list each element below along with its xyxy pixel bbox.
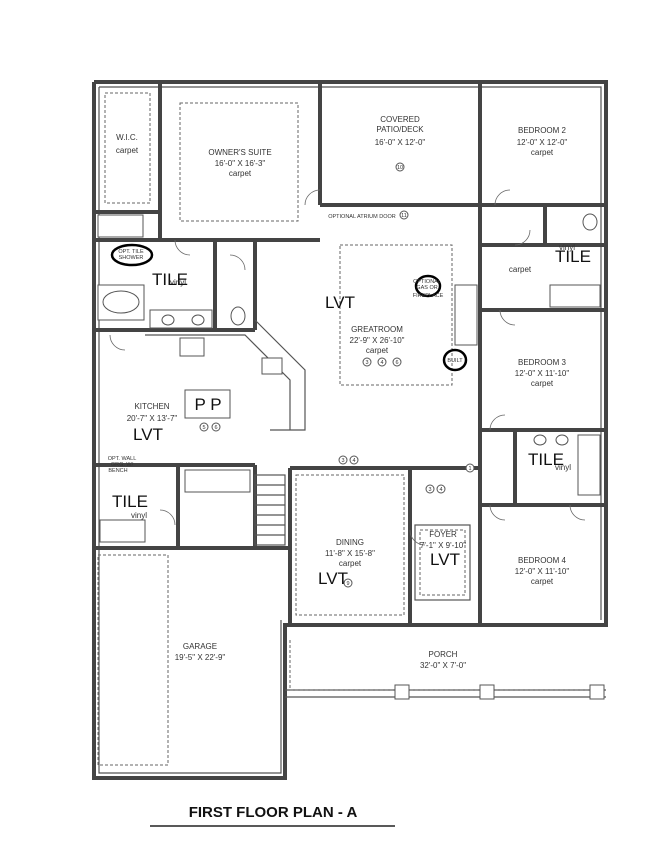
plan-title-block: FIRST FLOOR PLAN - A [150, 804, 395, 827]
patio-size: 16'-0" X 12'-0" [375, 138, 426, 147]
tag-label: 3 [341, 458, 344, 464]
owners-suite-size: 16'-0" X 16'-3" [215, 159, 266, 168]
tag-circle [362, 357, 372, 367]
tag-circle [338, 455, 348, 465]
tag-circle [392, 357, 402, 367]
patio-name-1: COVERED [380, 115, 420, 124]
tag-label: 11 [401, 213, 407, 219]
exterior-walls [92, 80, 608, 780]
bedroom-2-name: BEDROOM 2 [518, 126, 567, 135]
greatroom-floor: carpet [366, 346, 389, 355]
bedroom-4-name: BEDROOM 4 [518, 556, 567, 565]
carpet-hall: carpet [509, 265, 532, 274]
note-grg: GRG. W/ [111, 462, 134, 468]
overlay-tile-laundry: TILE [112, 492, 148, 511]
highlight-ovals [110, 243, 468, 372]
foyer-name: FOYER [429, 530, 457, 539]
interior-walls [96, 84, 606, 698]
dining-floor: carpet [339, 559, 362, 568]
overlay-lvt-foyer: LVT [430, 550, 460, 569]
tag-circle [395, 162, 405, 172]
ceiling-outlines [97, 92, 600, 766]
greatroom-name: GREATROOM [351, 325, 403, 334]
overlay-lvt-dining: LVT [318, 569, 348, 588]
porch-name: PORCH [429, 650, 458, 659]
note-gas-or: GAS OR [416, 285, 437, 291]
bedroom-4-floor: carpet [531, 577, 554, 586]
note-bench: BENCH [108, 468, 127, 474]
vinyl-bath2: vinyl [559, 243, 575, 252]
tag-circle [399, 210, 409, 220]
note-opt-tile: OPT. TILE [118, 249, 144, 255]
note-atrium-door: OPTIONAL ATRIUM DOOR [328, 214, 396, 220]
tag-circle [425, 484, 435, 494]
bedroom-3-size: 12'-0" X 11'-10" [515, 369, 570, 378]
tag-label: 1 [468, 466, 471, 472]
tag-label: 3 [365, 360, 368, 366]
tag-circle [436, 484, 446, 494]
garage-size: 19'-5" X 22'-9" [175, 653, 226, 662]
tag-circle [199, 422, 209, 432]
plan-notes: OPT. TILE SHOWER OPTIONAL ATRIUM DOOR OP… [108, 214, 575, 520]
tag-label: 5 [202, 425, 205, 431]
tag-label: 10 [397, 165, 403, 171]
tag-label: 3 [428, 487, 431, 493]
tag-circle [465, 463, 475, 473]
bedroom-3-floor: carpet [531, 379, 554, 388]
porch-size: 32'-0" X 7'-0" [420, 661, 466, 670]
kitchen-name: KITCHEN [134, 402, 169, 411]
overlay-tile-bath3: TILE [528, 450, 564, 469]
vinyl-laundry: vinyl [131, 511, 147, 520]
overlay-pp: P P [194, 395, 221, 414]
wic-floor: carpet [116, 146, 139, 155]
vinyl-bath3: vinyl [555, 463, 571, 472]
wic-name: W.I.C. [116, 133, 138, 142]
plan-title: FIRST FLOOR PLAN - A [189, 804, 358, 821]
vinyl-master: vinyl [170, 278, 186, 287]
tag-circle [349, 455, 359, 465]
note-optional: OPTIONAL [413, 279, 441, 285]
tag-label: 4 [439, 487, 442, 493]
fixtures [97, 189, 605, 700]
greatroom-size: 22'-9" X 26'-10" [350, 336, 405, 345]
overlay-lvt-greatroom: LVT [325, 293, 355, 312]
bedroom-2-size: 12'-0" X 12'-0" [517, 138, 568, 147]
tag-circle [377, 357, 387, 367]
kitchen-size: 20'-7" X 13'-7" [127, 414, 178, 423]
tag-label: 6 [395, 360, 398, 366]
flooring-overlays: TILE TILE TILE TILE LVT LVT LVT LVT P P [112, 247, 591, 588]
bedroom-3-name: BEDROOM 3 [518, 358, 567, 367]
overlay-tile-master: TILE [152, 270, 188, 289]
owners-suite-name: OWNER'S SUITE [208, 148, 271, 157]
tag-circle [211, 422, 221, 432]
dining-name: DINING [336, 538, 364, 547]
tag-markers: 11 10 3 4 6 5 6 3 4 3 4 9 1 [199, 162, 475, 588]
garage-name: GARAGE [183, 642, 217, 651]
tag-label: 9 [346, 581, 349, 587]
dining-size: 11'-8" X 15'-8" [325, 549, 375, 558]
room-labels: W.I.C. carpet OWNER'S SUITE 16'-0" X 16'… [116, 115, 569, 670]
note-built: BUILT [447, 358, 463, 364]
overlay-tile-bath2: TILE [555, 247, 591, 266]
note-fireplace: FIREPLACE [413, 293, 444, 299]
patio-name-2: PATIO/DECK [376, 125, 424, 134]
tag-label: 4 [380, 360, 383, 366]
tag-circle [343, 578, 353, 588]
stairs [254, 474, 286, 546]
owners-suite-floor: carpet [229, 169, 252, 178]
bedroom-4-size: 12'-0" X 11'-10" [515, 567, 570, 576]
overlay-lvt-kitchen: LVT [133, 425, 163, 444]
tag-label: 6 [214, 425, 217, 431]
bedroom-2-floor: carpet [531, 148, 554, 157]
note-shower: SHOWER [119, 255, 144, 261]
foyer-size: 7'-1" X 9'-10" [420, 541, 466, 550]
note-opt-wall: OPT. WALL [108, 456, 137, 462]
tag-label: 4 [352, 458, 355, 464]
